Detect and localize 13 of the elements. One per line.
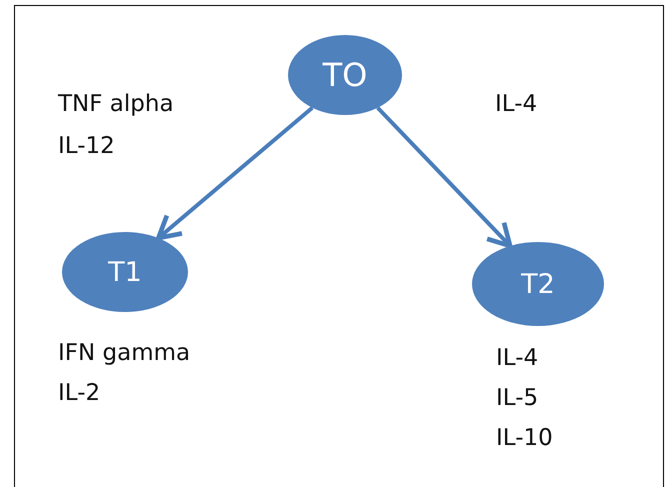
cytokine-label: IL-4 xyxy=(496,345,538,372)
cytokine-label: IL-4 xyxy=(495,91,538,118)
cytokine-label: IL-10 xyxy=(496,425,553,452)
cytokine-label: IL-12 xyxy=(58,133,115,160)
node-label: TO xyxy=(322,59,368,91)
arrow xyxy=(376,106,512,248)
arrow xyxy=(156,106,314,240)
cytokine-label: IFN gamma xyxy=(58,340,190,366)
node-label: T2 xyxy=(521,270,555,298)
cytokine-label: IL-5 xyxy=(496,385,538,412)
node-label: T1 xyxy=(108,258,142,286)
cytokine-label: IL-2 xyxy=(58,380,100,406)
cytokine-label: TNF alpha xyxy=(58,91,174,118)
